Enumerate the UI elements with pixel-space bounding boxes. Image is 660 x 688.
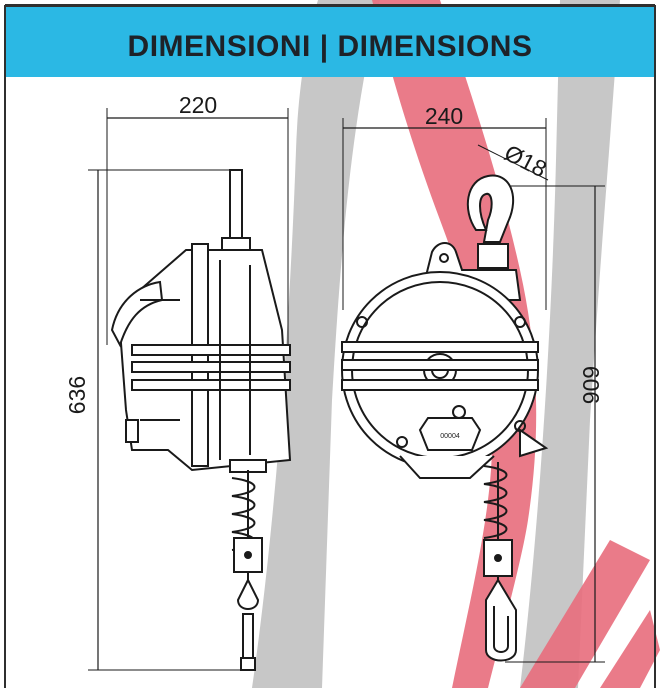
dim-240: 240	[425, 103, 463, 129]
background-stripes	[252, 0, 660, 688]
red-stripe	[372, 0, 537, 688]
header-band	[4, 5, 656, 77]
page-title: DIMENSIONI | DIMENSIONS	[127, 30, 533, 63]
name-plate-label: 00004	[440, 433, 460, 440]
grey-stripe-right	[520, 0, 620, 688]
red-diagonal	[520, 540, 650, 688]
front-view	[341, 118, 605, 663]
side-view	[88, 108, 292, 671]
dim-hook-diameter: Ø18	[500, 139, 551, 182]
header: DIMENSIONI | DIMENSIONS	[4, 5, 656, 77]
dim-636: 636	[64, 376, 90, 414]
dim-606: 606	[578, 366, 604, 404]
grey-stripe	[252, 0, 380, 688]
dim-220: 220	[179, 92, 217, 118]
red-diagonal-2	[600, 610, 660, 688]
